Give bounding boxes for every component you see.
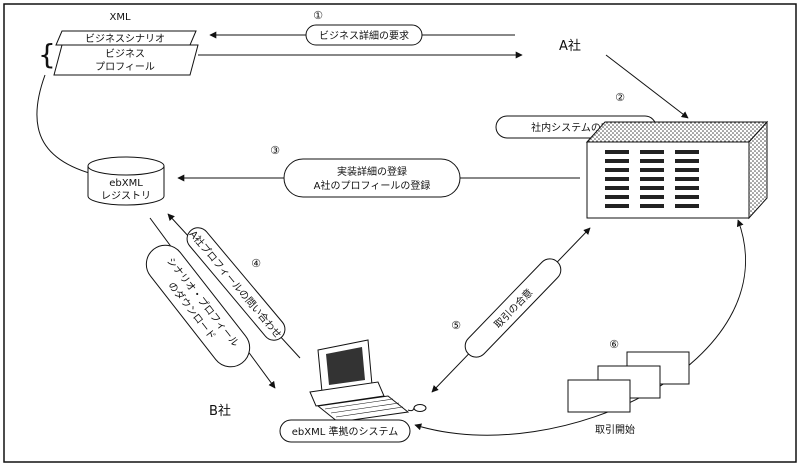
registry-label-line2: レジストリ [101, 191, 151, 202]
ebxml-system-label: ebXML 準拠のシステム [292, 425, 398, 438]
company-b-label: B社 [209, 403, 231, 419]
step-5-marker: ⑤ [451, 319, 461, 332]
business-details-request-label: ビジネス詳細の要求 [319, 29, 409, 42]
step-3-marker: ③ [270, 144, 280, 157]
ebxml-system-pill [279, 419, 411, 443]
registration-label-line2: A社のプロフィールの登録 [314, 179, 431, 192]
registry-label-line1: ebXML [109, 178, 143, 189]
ebxml-registry-database [87, 156, 165, 206]
step-4-marker: ④ [251, 257, 261, 270]
business-scenario-label: ビジネスシナリオ [85, 33, 165, 45]
business-profile-label-line2: プロフィール [95, 61, 155, 73]
start-trading-label: 取引開始 [595, 423, 635, 436]
trading-document-front [567, 379, 631, 413]
business-details-request-pill [305, 24, 423, 46]
company-a-system-server [585, 120, 769, 220]
registration-pill [283, 158, 461, 198]
registration-label-line1: 実装詳細の登録 [337, 165, 407, 178]
step-2-marker: ② [615, 91, 625, 104]
company-a-label: A社 [559, 38, 581, 54]
step-6-marker: ⑥ [609, 338, 619, 351]
diagram-frame [3, 3, 797, 463]
xml-label: XML [109, 12, 130, 23]
step-1-marker: ① [313, 9, 323, 22]
computer-icon [309, 339, 427, 423]
grouping-brace: { [38, 38, 56, 71]
business-profile-label-line1: ビジネス [105, 48, 145, 60]
agreement-pill: 取引の合意 [464, 258, 562, 358]
step-2-arrow [605, 54, 689, 119]
business-profile-document [53, 44, 199, 76]
